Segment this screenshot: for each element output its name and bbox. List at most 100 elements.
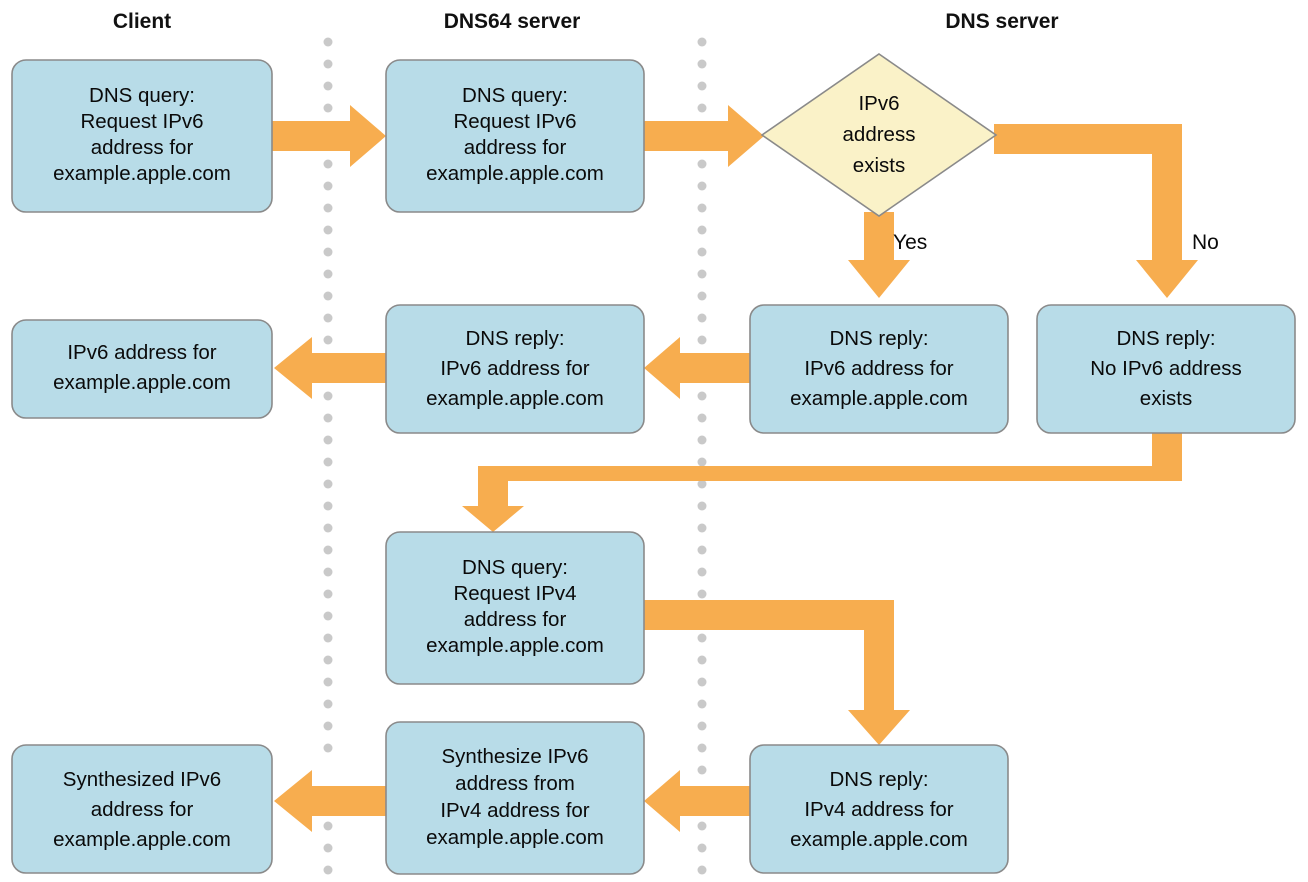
node-line: address for <box>91 798 194 821</box>
edge-dns64-to-decision <box>644 105 764 167</box>
node-line: DNS reply: <box>1116 327 1215 350</box>
lifeline-dot <box>697 435 707 445</box>
node-shape[interactable] <box>11 59 273 213</box>
node-dns-reply-ipv4[interactable]: DNS reply: IPv4 address for example.appl… <box>749 744 1009 874</box>
node-shape[interactable] <box>385 304 645 434</box>
lifeline-dot <box>323 159 333 169</box>
lifeline-dot <box>697 765 707 775</box>
column-title-dns64-server: DNS64 server <box>444 10 581 33</box>
node-line: DNS reply: <box>465 327 564 350</box>
lifeline-dot <box>697 413 707 423</box>
node-line: example.apple.com <box>53 371 231 394</box>
lifeline-dot <box>697 313 707 323</box>
lifeline-dot <box>323 103 333 113</box>
column-title-dns-server: DNS server <box>945 10 1058 33</box>
node-decision-ipv6-exists[interactable]: IPv6 address exists <box>760 53 998 217</box>
node-line: address for <box>464 136 567 159</box>
branch-label-yes: Yes <box>893 231 927 254</box>
lifeline-dot <box>323 655 333 665</box>
edge-dns64reply-to-client <box>274 337 386 399</box>
lifeline-dot <box>697 865 707 875</box>
node-shape[interactable] <box>1036 304 1296 434</box>
node-line: Synthesize IPv6 <box>442 745 589 768</box>
lifeline-dot <box>323 479 333 489</box>
node-shape[interactable] <box>749 304 1009 434</box>
lifeline-dot <box>697 37 707 47</box>
node-line: IPv6 address for <box>440 357 589 380</box>
node-shape[interactable] <box>11 319 273 419</box>
node-dns-reply-no-ipv6[interactable]: DNS reply: No IPv6 address exists <box>1036 304 1296 434</box>
edge-decision-no <box>994 124 1198 298</box>
lifeline-dot <box>323 545 333 555</box>
lifeline-dot <box>697 335 707 345</box>
lifeline-dot <box>697 247 707 257</box>
lifeline-dot <box>323 413 333 423</box>
lifeline-dot <box>697 269 707 279</box>
edge-dnsreply-to-dns64reply <box>644 337 750 399</box>
node-line: example.apple.com <box>426 634 604 657</box>
lifeline-dot <box>697 589 707 599</box>
lifeline-dot <box>697 655 707 665</box>
lifeline-dot <box>323 203 333 213</box>
lifeline-dot <box>323 843 333 853</box>
lifeline-dot <box>323 435 333 445</box>
node-shape[interactable] <box>385 531 645 685</box>
node-line: example.apple.com <box>426 387 604 410</box>
node-dns64-query-ipv4[interactable]: DNS query: Request IPv4 address for exam… <box>385 531 645 685</box>
node-line: Request IPv6 <box>80 110 203 133</box>
node-line: DNS reply: <box>829 327 928 350</box>
lifeline-dot <box>323 821 333 831</box>
node-line: No IPv6 address <box>1090 357 1242 380</box>
lifeline-dot <box>697 501 707 511</box>
node-shape[interactable] <box>749 744 1009 874</box>
edge-ipv4query-to-ipv4reply <box>644 600 910 745</box>
lifeline-dot <box>323 699 333 709</box>
lifeline-dot <box>697 103 707 113</box>
lifeline-dot <box>323 225 333 235</box>
lifeline-dot <box>323 743 333 753</box>
lifeline-dot <box>323 59 333 69</box>
node-line: address for <box>464 608 567 631</box>
node-dns64-reply-ipv6[interactable]: DNS reply: IPv6 address for example.appl… <box>385 304 645 434</box>
lifeline-dot <box>697 545 707 555</box>
lifeline-dot <box>697 291 707 301</box>
lifeline-dot <box>323 37 333 47</box>
lifeline-dot <box>697 821 707 831</box>
lifeline-dot <box>323 391 333 401</box>
node-line: Request IPv6 <box>453 110 576 133</box>
node-line: IPv4 address for <box>804 798 953 821</box>
lifeline-dot <box>323 81 333 91</box>
column-titles: Client DNS64 server DNS server <box>113 10 1059 33</box>
node-client-ipv6-address[interactable]: IPv6 address for example.apple.com <box>11 319 273 419</box>
node-shape[interactable] <box>385 721 645 875</box>
column-title-client: Client <box>113 10 171 33</box>
node-line: address for <box>91 136 194 159</box>
node-client-synthesized-ipv6[interactable]: Synthesized IPv6 address for example.app… <box>11 744 273 874</box>
edge-client-to-dns64-query <box>272 105 386 167</box>
lifeline-dot <box>323 247 333 257</box>
lifeline-dot <box>697 181 707 191</box>
lifeline-dot <box>697 159 707 169</box>
node-line: IPv6 address for <box>804 357 953 380</box>
node-dns64-query-ipv6[interactable]: DNS query: Request IPv6 address for exam… <box>385 59 645 213</box>
lifeline-dot <box>697 843 707 853</box>
edge-ipv4reply-to-synthesize <box>644 770 750 832</box>
lifeline-dot <box>323 721 333 731</box>
lifeline-dot <box>323 633 333 643</box>
node-line: DNS query: <box>462 84 568 107</box>
node-line: exists <box>1140 387 1192 410</box>
node-dns-reply-ipv6[interactable]: DNS reply: IPv6 address for example.appl… <box>749 304 1009 434</box>
edge-decision-yes <box>848 212 910 298</box>
decision-diamond-shape[interactable] <box>760 53 998 217</box>
node-shape[interactable] <box>11 744 273 874</box>
node-dns64-synthesize[interactable]: Synthesize IPv6 address from IPv4 addres… <box>385 721 645 875</box>
node-client-query-ipv6[interactable]: DNS query: Request IPv6 address for exam… <box>11 59 273 213</box>
node-shape[interactable] <box>385 59 645 213</box>
lifeline-dot <box>697 523 707 533</box>
edge-synthesize-to-client <box>274 770 386 832</box>
lifeline-dot <box>323 567 333 577</box>
node-line: example.apple.com <box>53 828 231 851</box>
lifeline-dot <box>697 225 707 235</box>
branch-label-no: No <box>1192 231 1219 254</box>
